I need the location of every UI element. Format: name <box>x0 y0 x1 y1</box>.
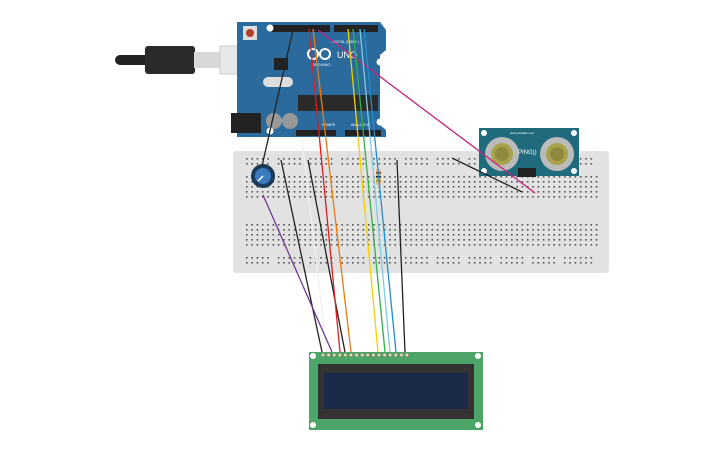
lcd-display[interactable] <box>309 352 483 430</box>
power-header <box>296 130 336 136</box>
sensor-name: PING)) <box>518 150 537 156</box>
wire-blue[interactable] <box>363 28 397 353</box>
ultrasonic-sensor[interactable]: PING)) www.parallax.com <box>479 128 579 177</box>
wire-black[interactable] <box>307 159 346 353</box>
power-jack <box>231 113 261 133</box>
digital-header-2 <box>334 25 378 32</box>
wire-purple[interactable] <box>262 194 333 353</box>
lcd-screen <box>324 373 468 409</box>
wire-white[interactable] <box>301 139 328 353</box>
digital-label: DIGITAL (PWM~) <box>332 40 359 44</box>
wire-orange[interactable] <box>312 28 352 353</box>
arduino-brand: ARDUINO <box>312 62 330 67</box>
wire-green[interactable] <box>352 28 386 353</box>
digital-header-1 <box>272 25 330 32</box>
wire-magenta[interactable] <box>317 29 536 194</box>
wire-black[interactable] <box>261 29 294 167</box>
wire-black[interactable] <box>396 159 406 353</box>
microcontroller-chip <box>298 95 378 111</box>
arduino-model: UNO <box>337 50 357 60</box>
power-label: POWER <box>322 123 336 127</box>
lcd-pins <box>321 353 410 358</box>
sensor-pins <box>518 168 536 177</box>
wire-yellow[interactable] <box>347 28 379 353</box>
arduino-uno[interactable]: ARDUINO UNO DIGITAL (PWM~) POWER ANALOG … <box>231 22 386 137</box>
wire-black[interactable] <box>280 159 323 353</box>
wire-red[interactable] <box>308 28 341 353</box>
potentiometer[interactable] <box>251 164 275 188</box>
wire-black[interactable] <box>451 157 523 193</box>
usb-cable[interactable] <box>115 45 259 75</box>
breadboard[interactable] <box>233 151 609 273</box>
wires[interactable] <box>261 28 536 353</box>
sensor-site: www.parallax.com <box>510 131 535 135</box>
wire-light-blue[interactable] <box>359 28 391 353</box>
analog-label: ANALOG IN <box>351 123 371 127</box>
